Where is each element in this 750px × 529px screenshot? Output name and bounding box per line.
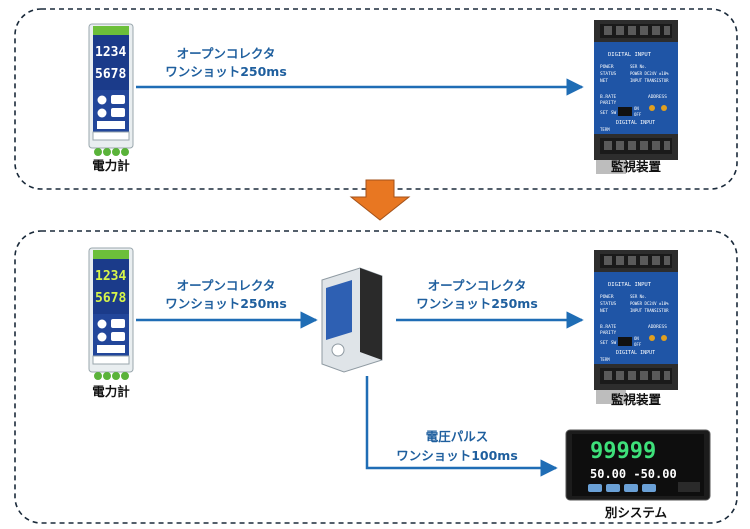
other-system-meter-image: 99999 50.00 -50.00 [565, 429, 711, 501]
repeater-module-image [321, 267, 383, 373]
bottom-monitor-image: DIGITAL INPUT POWER STATUS NET SER No. P… [594, 250, 678, 404]
svg-text:DIGITAL INPUT: DIGITAL INPUT [608, 52, 652, 58]
bottom-edge-out-label-line2: ワンショット250ms [416, 296, 538, 311]
svg-text:OFF: OFF [634, 342, 642, 347]
svg-text:POWER: POWER [600, 294, 614, 300]
top-edge-label-line2: ワンショット250ms [165, 64, 287, 79]
svg-text:STATUS: STATUS [600, 71, 617, 77]
bottom-edge-in-label-line2: ワンショット250ms [165, 296, 287, 311]
transition-down-arrow [349, 179, 411, 221]
svg-text:DIGITAL INPUT: DIGITAL INPUT [616, 120, 655, 126]
svg-text:SER No.: SER No. [630, 64, 647, 69]
svg-text:NET: NET [600, 78, 608, 84]
bottom-target-label: 監視装置 [611, 392, 662, 407]
svg-text:NET: NET [600, 308, 608, 314]
svg-text:ON: ON [634, 336, 639, 341]
svg-text:SER No.: SER No. [630, 294, 647, 299]
bottom-source-label: 電力計 [92, 384, 130, 399]
meter-row2: 5678 [95, 291, 126, 306]
bottom-edge-other-label-line2: ワンショット100ms [396, 448, 518, 463]
top-panel [14, 8, 738, 190]
svg-text:DIGITAL INPUT: DIGITAL INPUT [616, 350, 655, 356]
top-edge-label-line1: オープンコレクタ [177, 46, 276, 61]
svg-text:OFF: OFF [634, 112, 642, 117]
meter-row1: 1234 [95, 269, 126, 284]
svg-text:ADDRESS: ADDRESS [648, 324, 667, 330]
bottom-edge-other-label-line1: 電圧パルス [426, 429, 489, 444]
svg-text:PARITY: PARITY [600, 330, 617, 336]
svg-text:PARITY: PARITY [600, 100, 617, 106]
svg-text:B.RATE: B.RATE [600, 324, 617, 330]
bottom-edge-in-label-line1: オープンコレクタ [177, 278, 276, 293]
top-source-label: 電力計 [92, 158, 130, 173]
top-target-label: 監視装置 [611, 159, 662, 174]
svg-text:DIGITAL INPUT: DIGITAL INPUT [608, 282, 652, 288]
svg-text:POWER DC24V ±10%: POWER DC24V ±10% [630, 71, 669, 76]
svg-text:INPUT TRANSISTOR: INPUT TRANSISTOR [630, 308, 669, 313]
svg-text:TERM: TERM [600, 357, 610, 362]
other-display-row2: 50.00 -50.00 [590, 467, 677, 481]
svg-text:POWER DC24V ±10%: POWER DC24V ±10% [630, 301, 669, 306]
svg-text:POWER: POWER [600, 64, 614, 70]
svg-text:STATUS: STATUS [600, 301, 617, 307]
bottom-edge-out-label-line1: オープンコレクタ [428, 278, 527, 293]
svg-text:SET SW: SET SW [600, 340, 617, 346]
meter-row2: 5678 [95, 67, 126, 82]
svg-text:B.RATE: B.RATE [600, 94, 617, 100]
svg-text:ON: ON [634, 106, 639, 111]
svg-text:INPUT TRANSISTOR: INPUT TRANSISTOR [630, 78, 669, 83]
bottom-edge-other-arrow [365, 376, 558, 477]
other-display-row1: 99999 [590, 439, 656, 464]
top-monitor-image: DIGITAL INPUT POWER STATUS NET SER No. P… [594, 20, 678, 174]
bottom-panel [14, 230, 738, 524]
meter-row1: 1234 [95, 45, 126, 60]
bottom-power-meter-image: 1234 5678 [88, 247, 134, 381]
svg-text:ADDRESS: ADDRESS [648, 94, 667, 100]
svg-text:SET SW: SET SW [600, 110, 617, 116]
other-system-label: 別システム [604, 505, 668, 520]
svg-text:TERM: TERM [600, 127, 610, 132]
top-power-meter-image: 1234 5678 [88, 23, 134, 157]
